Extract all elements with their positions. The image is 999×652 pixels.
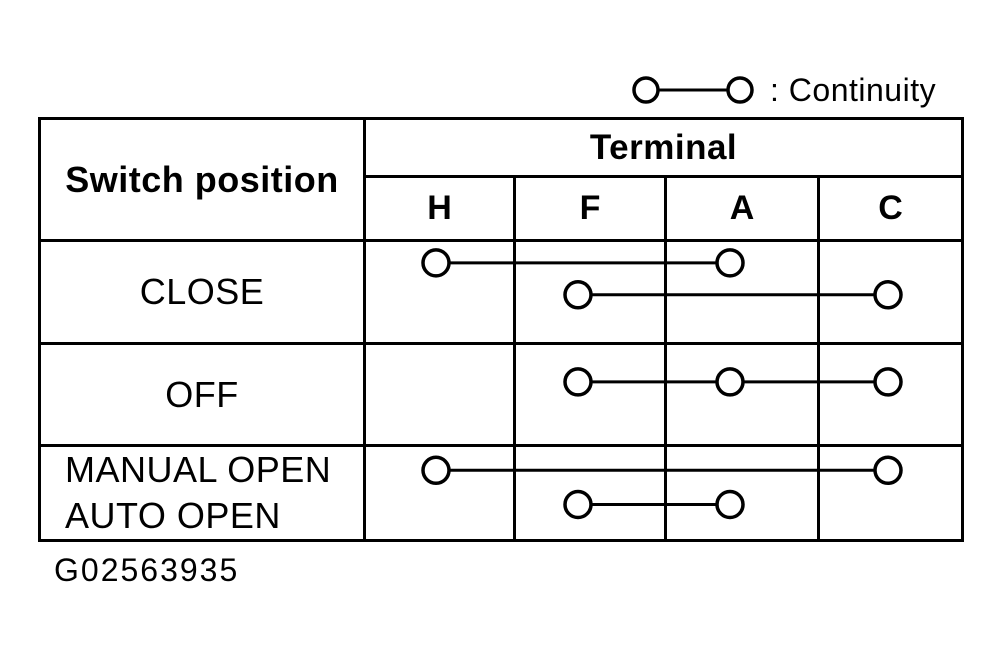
continuity-symbol-icon: [632, 76, 754, 104]
terminal-col-a: A: [664, 175, 820, 242]
switch-continuity-table: Switch position Terminal H F A C CLOSE: [38, 117, 965, 542]
row-label-manual-auto-open: MANUAL OPEN AUTO OPEN: [38, 444, 366, 542]
row-label-off: OFF: [38, 342, 366, 447]
table-row-off: OFF: [38, 342, 965, 447]
cell-off-f: [513, 342, 667, 447]
table-row-manual-auto-open: MANUAL OPEN AUTO OPEN: [38, 444, 965, 542]
cell-open-a: [664, 444, 820, 542]
cell-close-f: [513, 239, 667, 345]
cell-close-a: [664, 239, 820, 345]
terminal-header: Terminal: [362, 117, 965, 178]
table-row-close: CLOSE: [38, 239, 965, 345]
cell-off-c: [816, 342, 965, 447]
switch-position-header: Switch position: [38, 117, 366, 242]
terminal-col-c: C: [816, 175, 965, 242]
terminal-col-f: F: [513, 175, 667, 242]
cell-off-h: [363, 342, 516, 447]
cell-open-c: [816, 444, 965, 542]
continuity-table: Switch position Terminal H F A C CLOSE: [38, 117, 965, 542]
terminal-letters-row: H F A C: [40, 175, 965, 242]
figure-id: G02563935: [54, 552, 240, 588]
cell-open-f: [513, 444, 667, 542]
legend-label: : Continuity: [770, 71, 937, 108]
cell-open-h: [363, 444, 516, 542]
cell-off-a: [664, 342, 820, 447]
cell-close-c: [816, 239, 965, 345]
continuity-legend: : Continuity: [630, 70, 936, 110]
cell-close-h: [363, 239, 516, 345]
row-label-close: CLOSE: [38, 239, 366, 345]
group-header-row: Switch position Terminal: [38, 117, 965, 242]
terminal-col-h: H: [363, 175, 516, 242]
